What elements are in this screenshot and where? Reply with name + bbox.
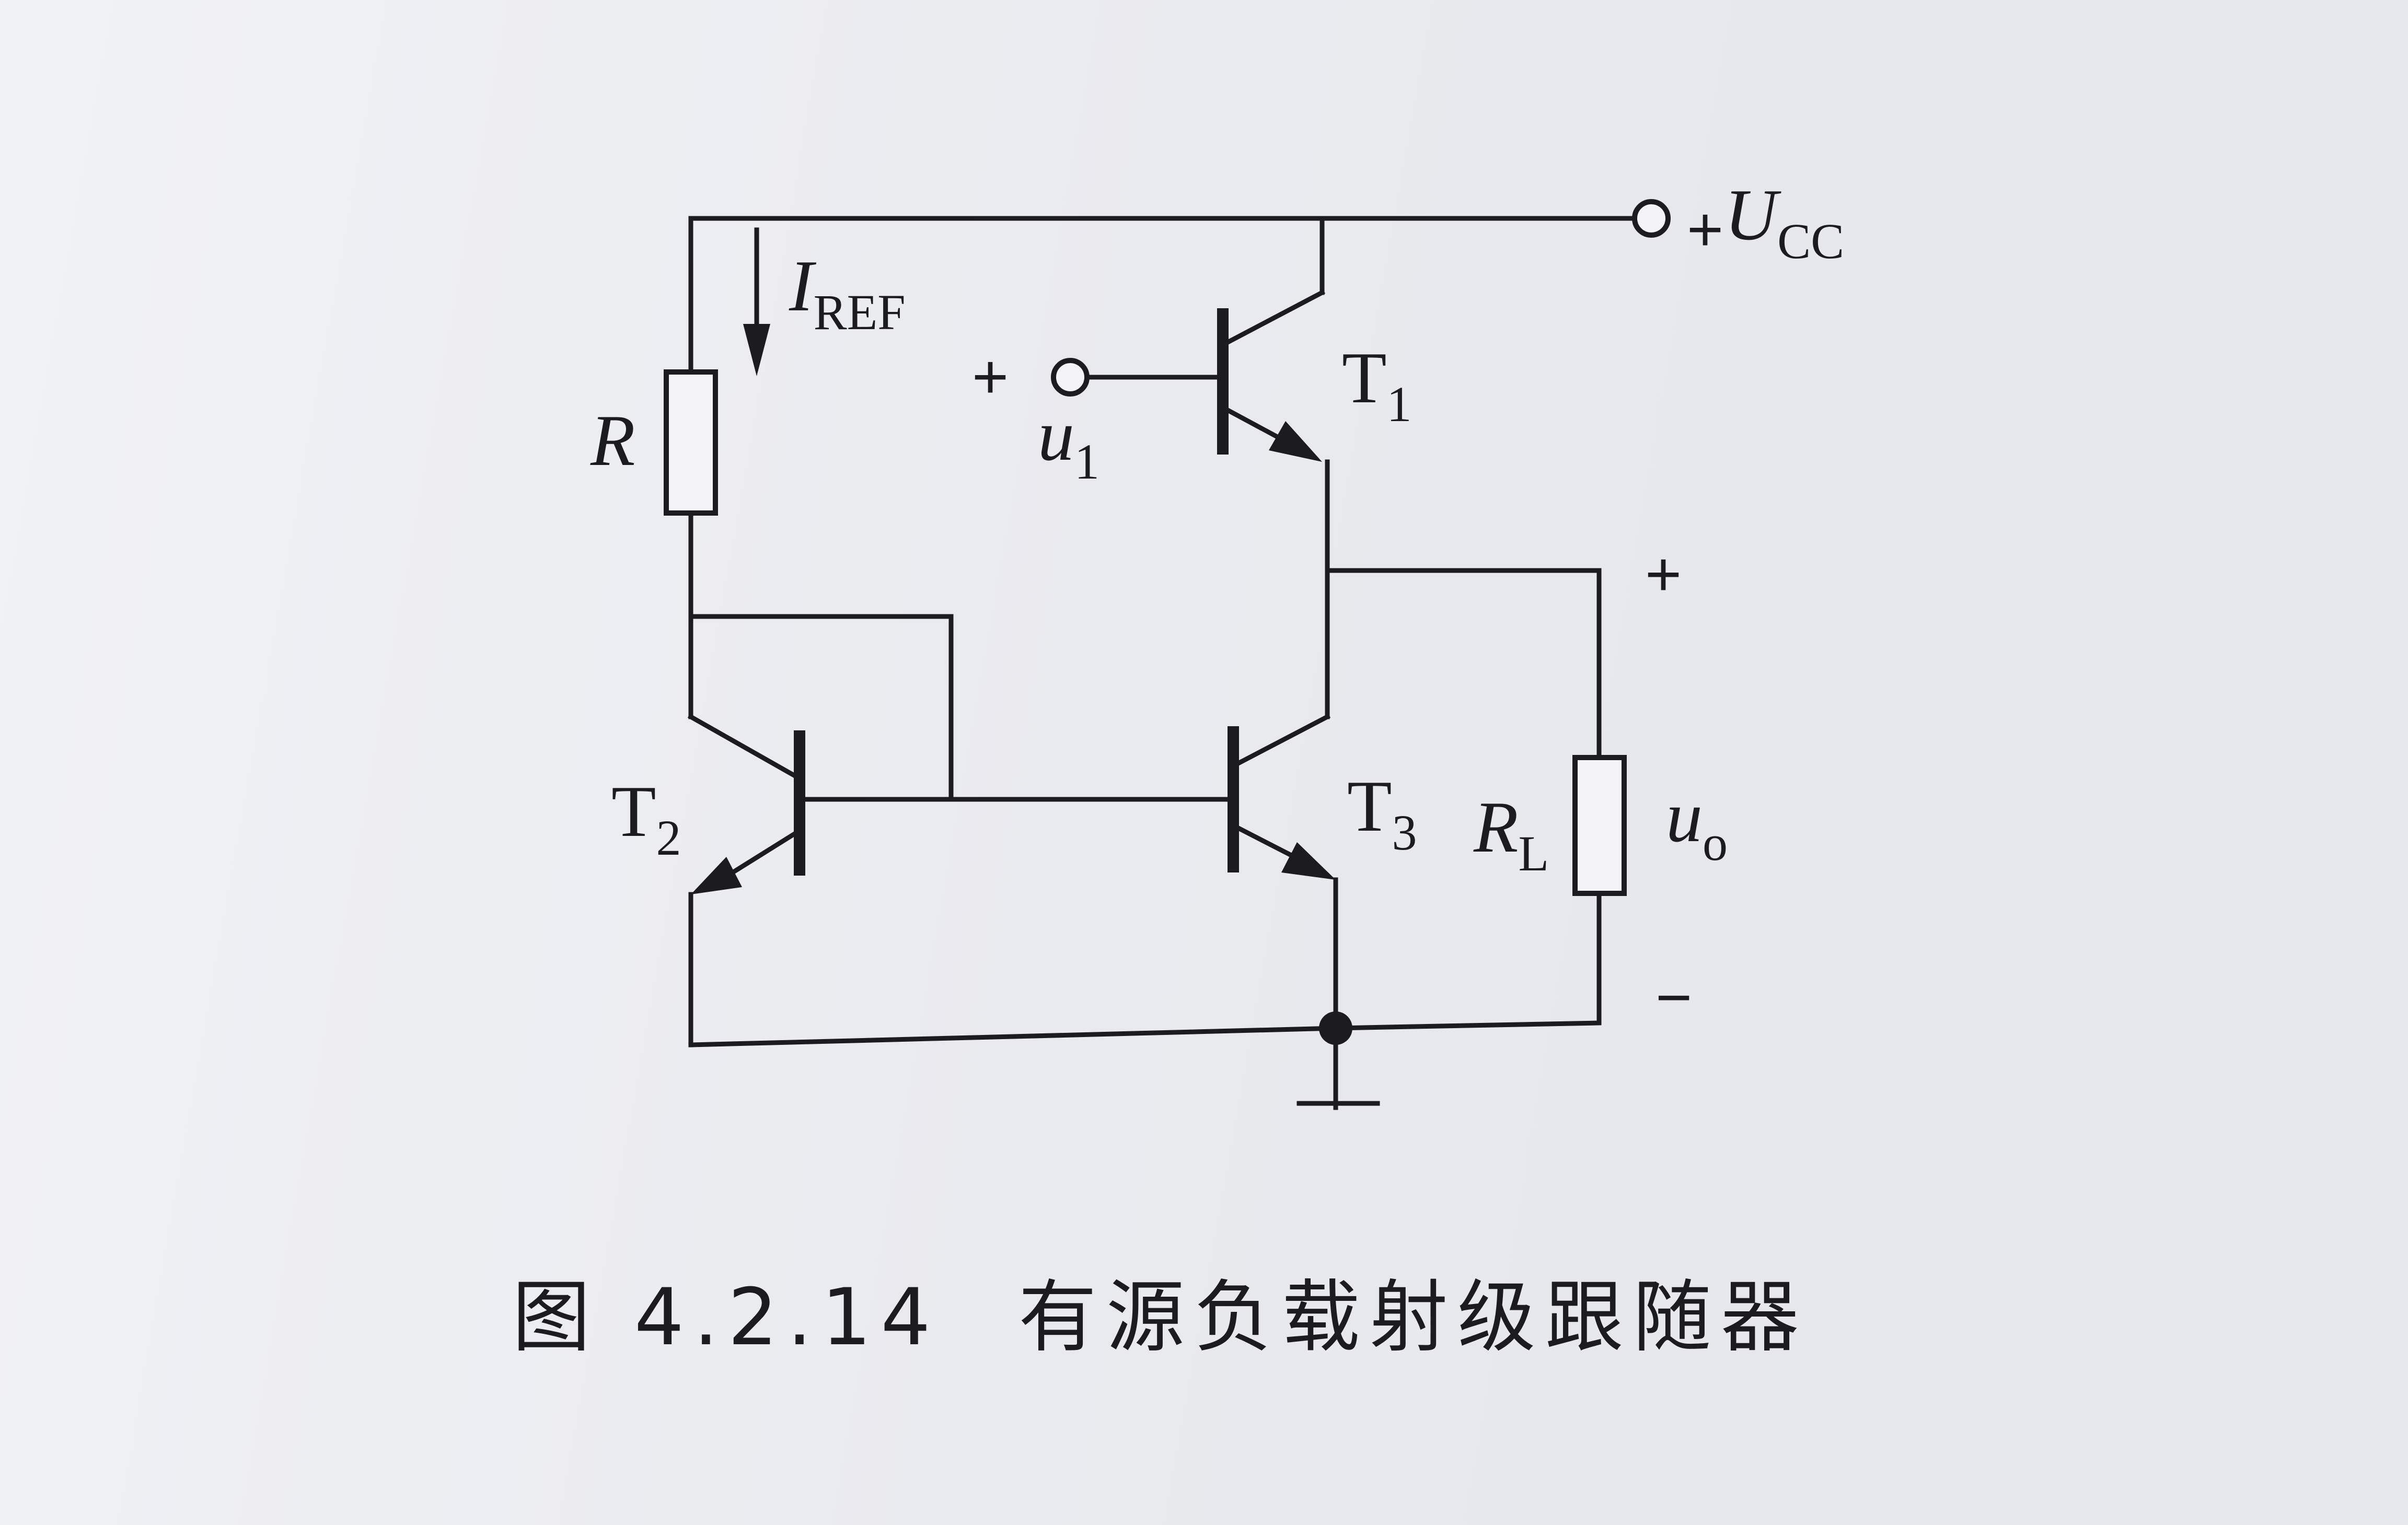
iref-label-sub: REF	[814, 284, 906, 340]
resistor-rl	[1572, 755, 1627, 896]
iref-arrow-head	[743, 324, 770, 376]
iref-label: IREF	[789, 246, 906, 340]
t2-label-sub: 2	[656, 810, 681, 866]
t3-label-main: T	[1347, 766, 1392, 847]
resistor-r	[664, 369, 718, 516]
load-label-main: R	[1473, 787, 1519, 868]
output-node-wire	[1325, 568, 1602, 760]
t3-label-sub: 3	[1392, 805, 1417, 860]
load-label-sub: L	[1519, 825, 1549, 881]
figure-caption: 图 4.2.14 有源负载射级跟随器	[512, 1254, 1809, 1367]
t2-collector	[687, 713, 803, 782]
t1-emitter-arrow	[1269, 421, 1322, 462]
supply-label-main: U	[1724, 174, 1781, 255]
input-label-main: u	[1038, 395, 1074, 476]
t2-diode-link	[688, 614, 954, 802]
iref-label-main: I	[789, 246, 817, 327]
caption-title: 有源负载射级跟随器	[1018, 1272, 1809, 1363]
load-label: RL	[1473, 787, 1549, 881]
t1-label-sub: 1	[1387, 376, 1412, 432]
output-minus: −	[1656, 962, 1692, 1032]
t3-emitter-arrow	[1281, 842, 1336, 880]
output-label-sub: o	[1703, 815, 1728, 871]
t3-label: T3	[1347, 766, 1417, 860]
input-label: u1	[1038, 395, 1099, 490]
t2-label-main: T	[611, 771, 656, 852]
ground-return	[688, 1026, 1338, 1047]
supply-plus: +	[1687, 194, 1723, 264]
t2-label: T2	[611, 771, 681, 866]
t1-label: T1	[1342, 337, 1412, 432]
input-terminal[interactable]	[1051, 358, 1090, 397]
caption-number: 图 4.2.14	[512, 1272, 940, 1363]
t1-label-main: T	[1342, 337, 1387, 418]
ground-junction	[1319, 1011, 1352, 1045]
supply-label-sub: CC	[1777, 213, 1844, 269]
supply-terminal[interactable]	[1632, 199, 1671, 238]
input-plus: +	[972, 342, 1009, 412]
rl-to-ground	[1333, 891, 1602, 1031]
input-label-sub: 1	[1074, 434, 1099, 490]
t1-collector	[1219, 289, 1326, 348]
t2-emitter-arrow	[691, 857, 742, 894]
output-plus: +	[1645, 539, 1682, 609]
t3-collector	[1230, 713, 1331, 770]
resistor-r-label: R	[590, 400, 635, 481]
supply-label: UCC	[1724, 174, 1844, 269]
output-label-main: u	[1666, 776, 1703, 857]
output-label: uo	[1666, 776, 1728, 871]
